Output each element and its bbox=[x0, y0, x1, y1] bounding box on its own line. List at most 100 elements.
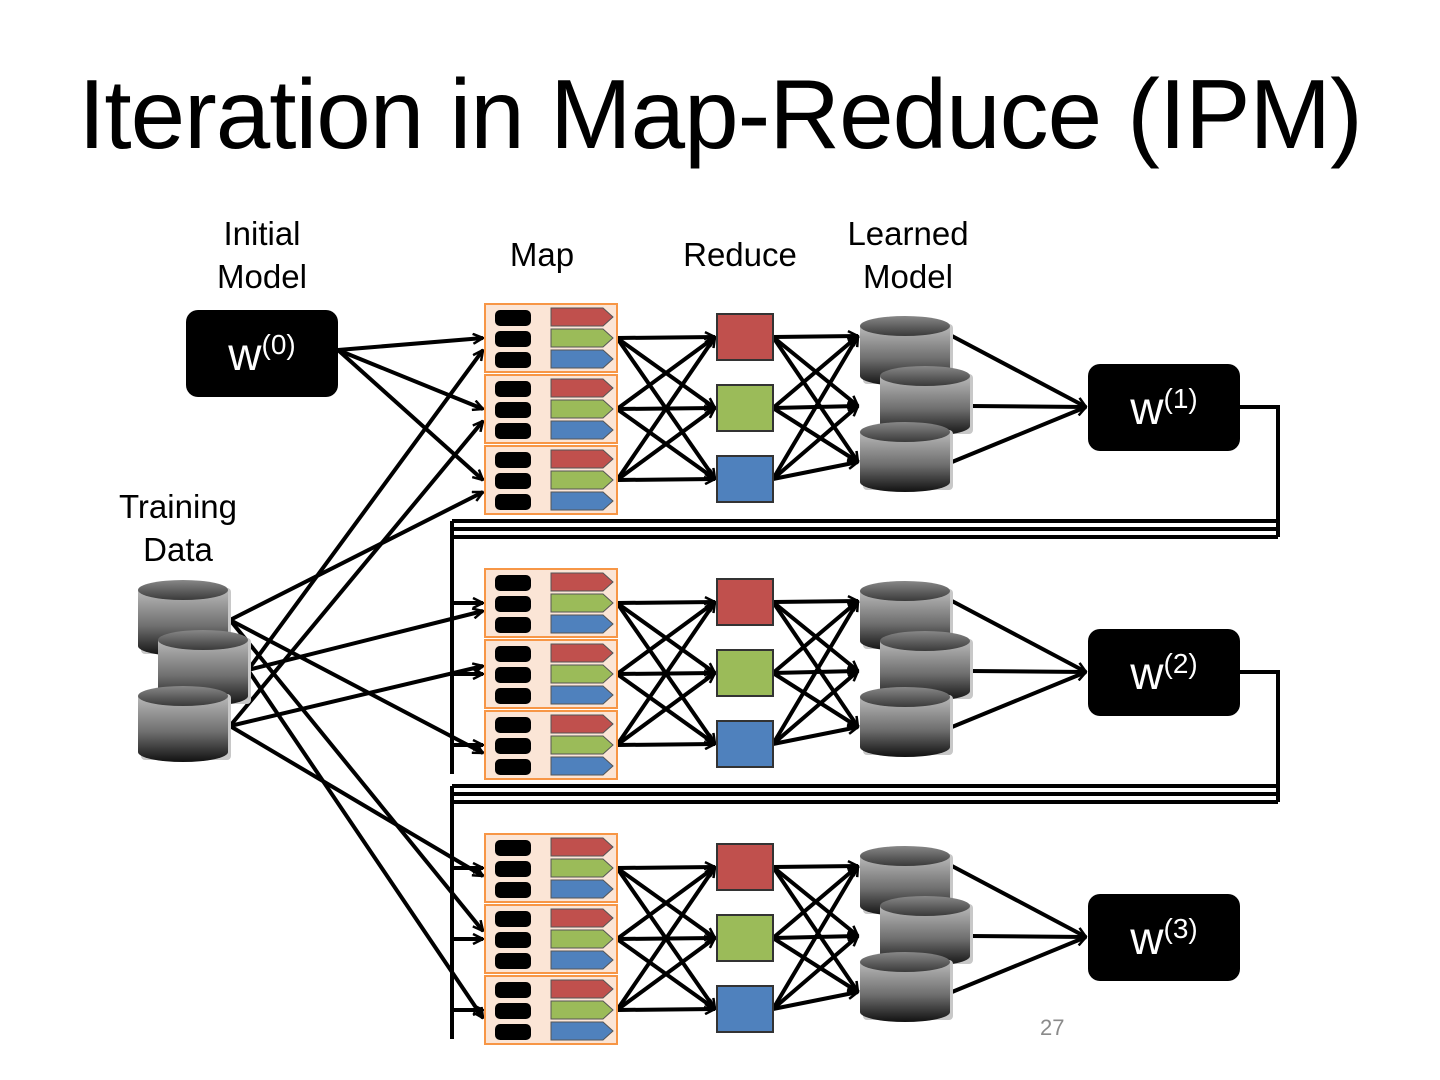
reducer-3-2 bbox=[716, 914, 774, 962]
mapper-1-2 bbox=[484, 374, 618, 444]
data-to-mapper-arrow bbox=[229, 490, 483, 622]
reduce-output-arrow bbox=[772, 601, 858, 602]
aggregate-arrow bbox=[969, 406, 1086, 407]
key-chevron-icon bbox=[550, 837, 614, 857]
key-chevron-icon bbox=[550, 879, 614, 899]
record-icon bbox=[495, 352, 531, 368]
model-to-mapper-arrow bbox=[337, 338, 483, 352]
label-map: Map bbox=[509, 236, 575, 273]
data-to-mapper-arrow bbox=[246, 350, 483, 672]
key-chevron-icon bbox=[550, 756, 614, 776]
record-icon bbox=[495, 759, 531, 775]
shuffle-arrow bbox=[615, 867, 715, 941]
key-chevron-icon bbox=[550, 378, 614, 398]
reduce-output-arrow bbox=[771, 601, 860, 746]
shuffle-arrow bbox=[615, 938, 715, 1012]
aggregate-arrow bbox=[951, 672, 1086, 729]
reduce-output-arrow bbox=[772, 727, 858, 746]
reduce-output-arrow bbox=[771, 601, 858, 675]
reduce-output-arrow bbox=[771, 936, 858, 1011]
reduce-output-arrow bbox=[771, 335, 860, 462]
reduce-output-arrow bbox=[771, 936, 858, 994]
data-to-mapper-arrow bbox=[229, 618, 483, 755]
shuffle-arrow bbox=[615, 337, 715, 411]
label-initial-model: Initial Model bbox=[217, 215, 307, 295]
record-icon bbox=[495, 617, 531, 633]
record-icon bbox=[495, 1024, 531, 1040]
mapper-2-1 bbox=[484, 568, 618, 638]
mapper-3-2 bbox=[484, 904, 618, 974]
learned-model-db bbox=[880, 366, 973, 436]
reduce-output-arrow bbox=[771, 406, 858, 464]
reduce-output-arrow bbox=[772, 866, 858, 867]
key-chevron-icon bbox=[550, 470, 614, 490]
model-label: w(1) bbox=[1129, 382, 1197, 434]
model-w2: w(2) bbox=[1088, 629, 1240, 716]
learned-model-db bbox=[860, 316, 953, 386]
record-icon bbox=[495, 982, 531, 998]
reducer-2-1 bbox=[716, 578, 774, 626]
key-chevron-icon bbox=[550, 593, 614, 613]
reducer-3-3 bbox=[716, 985, 774, 1033]
model-label: w(3) bbox=[1129, 912, 1197, 964]
mapper-3-3 bbox=[484, 975, 618, 1045]
record-icon bbox=[495, 717, 531, 733]
data-to-mapper-arrow bbox=[228, 618, 483, 931]
aggregate-arrow bbox=[969, 671, 1086, 672]
reduce-output-arrow bbox=[771, 866, 858, 940]
model-to-mapper-arrow bbox=[337, 348, 483, 409]
shuffle-arrow bbox=[616, 1009, 715, 1010]
aggregate-arrow bbox=[951, 937, 1086, 994]
record-icon bbox=[495, 953, 531, 969]
learned-model-db bbox=[860, 687, 953, 757]
learned-model-db bbox=[880, 631, 973, 701]
reducer-1-1 bbox=[716, 313, 774, 361]
mapper-3-1 bbox=[484, 833, 618, 903]
record-icon bbox=[495, 861, 531, 877]
record-icon bbox=[495, 840, 531, 856]
record-icon bbox=[495, 575, 531, 591]
reduce-output-arrow bbox=[771, 336, 860, 481]
label-learned-model: Learned Model bbox=[847, 215, 969, 295]
learned-model-db bbox=[860, 422, 953, 492]
key-chevron-icon bbox=[550, 664, 614, 684]
record-icon bbox=[495, 688, 531, 704]
record-icon bbox=[495, 932, 531, 948]
key-chevron-icon bbox=[550, 399, 614, 419]
reduce-output-arrow bbox=[772, 336, 858, 337]
record-icon bbox=[495, 646, 531, 662]
shuffle-arrow bbox=[616, 479, 715, 480]
key-chevron-icon bbox=[550, 908, 614, 928]
shuffle-arrow bbox=[615, 602, 715, 676]
aggregate-arrow bbox=[951, 599, 1086, 674]
key-chevron-icon bbox=[550, 714, 614, 734]
key-chevron-icon bbox=[550, 643, 614, 663]
record-icon bbox=[495, 381, 531, 397]
reduce-output-arrow bbox=[771, 336, 858, 410]
reduce-output-arrow bbox=[771, 866, 860, 1011]
aggregate-arrow bbox=[951, 334, 1086, 409]
model-w0: w(0) bbox=[186, 310, 338, 397]
key-chevron-icon bbox=[550, 420, 614, 440]
mapper-2-2 bbox=[484, 639, 618, 709]
shuffle-arrow bbox=[616, 744, 715, 745]
reducer-1-3 bbox=[716, 455, 774, 503]
key-chevron-icon bbox=[550, 929, 614, 949]
reduce-output-arrow bbox=[771, 671, 858, 746]
shuffle-arrow bbox=[615, 408, 715, 482]
reduce-output-arrow bbox=[771, 406, 858, 481]
record-icon bbox=[495, 882, 531, 898]
shuffle-arrow bbox=[615, 673, 715, 747]
reduce-output-arrow bbox=[771, 865, 860, 992]
key-chevron-icon bbox=[550, 685, 614, 705]
record-icon bbox=[495, 452, 531, 468]
model-label: w(2) bbox=[1129, 647, 1197, 699]
reduce-output-arrow bbox=[772, 992, 858, 1011]
training-data-db bbox=[138, 686, 231, 762]
shuffle-arrow bbox=[616, 337, 715, 338]
model-label: w(0) bbox=[227, 328, 295, 380]
mapper-1-3 bbox=[484, 445, 618, 515]
record-icon bbox=[495, 667, 531, 683]
record-icon bbox=[495, 402, 531, 418]
learned-model-db bbox=[860, 952, 953, 1022]
